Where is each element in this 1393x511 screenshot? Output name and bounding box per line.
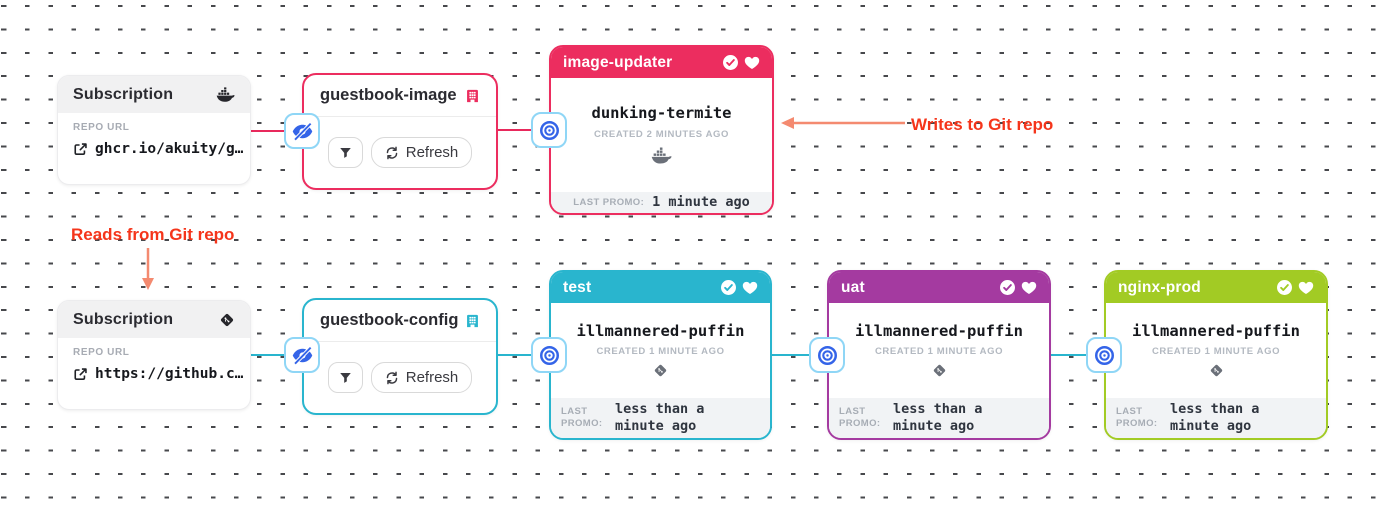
stage-card-image-updater[interactable]: image-updater dunking-termite CREATED 2 … [549,45,774,215]
git-icon [219,312,235,328]
last-promo-label: LAST PROMO: [561,405,603,429]
last-promo-value: 1 minute ago [652,194,750,211]
warehouse-icon [465,313,480,328]
warehouse-card-guestbook-image[interactable]: guestbook-image Refresh [302,73,498,190]
verified-check-icon [721,280,736,295]
stage-card-uat[interactable]: uat illmannered-puffin CREATED 1 MINUTE … [827,270,1051,440]
freight-created: CREATED 1 MINUTE AGO [1151,346,1281,357]
docker-icon [651,147,672,164]
external-link-icon [73,367,88,382]
bullseye-icon [539,345,559,365]
stage-header: test [551,272,770,303]
subscription-body: REPO URL ghcr.io/akuity/g… [58,113,250,157]
subscription-title: Subscription [73,310,174,328]
reads-arrow [142,248,154,290]
warehouse-icon [465,88,480,103]
last-promo-bar: LAST PROMO: less than a minute ago [551,398,770,438]
last-promo-value: less than a minute ago [615,401,705,434]
external-link-icon [73,142,88,157]
git-commit-icon [932,363,947,378]
stage-title: nginx-prod [1118,278,1201,296]
bullseye-icon [817,345,837,365]
freight-name: dunking-termite [591,104,732,122]
freight-name: illmannered-puffin [1132,322,1300,340]
last-promo-label: LAST PROMO: [839,405,881,429]
git-commit-icon [653,363,668,378]
last-promo-label: LAST PROMO: [1116,405,1158,429]
stage-title: uat [841,278,865,296]
filter-button[interactable] [327,137,363,168]
heart-icon [742,281,758,295]
verified-check-icon [1277,280,1292,295]
eye-slash-icon [292,345,312,365]
refresh-label: Refresh [405,144,459,161]
writes-arrow [781,117,905,129]
refresh-icon [386,146,398,159]
warehouse-header: guestbook-config [304,300,496,342]
bullseye-icon [1094,345,1114,365]
refresh-icon [386,371,398,384]
last-promo-bar: LAST PROMO: 1 minute ago [551,192,772,213]
eye-slash-icon [292,121,312,141]
refresh-button[interactable]: Refresh [370,362,473,393]
warehouse-header: guestbook-image [304,75,496,117]
warehouse-title: guestbook-config [320,311,459,329]
repo-url-link[interactable]: https://github.c… [95,366,244,382]
repo-url-label: REPO URL [73,122,130,133]
refresh-button[interactable]: Refresh [370,137,473,168]
freight-created: CREATED 1 MINUTE AGO [874,346,1004,357]
git-commit-icon [1209,363,1224,378]
warehouse-title: guestbook-image [320,86,457,104]
freight-target-icon[interactable] [809,337,845,373]
docker-icon [216,87,235,102]
stage-header: uat [829,272,1049,303]
funnel-icon [339,373,351,383]
subscription-header: Subscription [58,301,250,338]
freight-created: CREATED 2 MINUTES AGO [593,129,730,140]
funnel-icon [339,148,351,158]
subscription-body: REPO URL https://github.c… [58,338,250,382]
last-promo-value: less than a minute ago [1170,401,1260,434]
verified-check-icon [723,55,738,70]
annotation-reads-from-git: Reads from Git repo [71,225,235,244]
heart-icon [744,56,760,70]
bullseye-icon [539,120,559,140]
repo-url-link[interactable]: ghcr.io/akuity/g… [95,141,244,157]
heart-icon [1298,281,1314,295]
stage-card-test[interactable]: test illmannered-puffin CREATED 1 MINUTE… [549,270,772,440]
subscription-card-git[interactable]: Subscription REPO URL https://github.c… [57,300,251,410]
last-promo-value: less than a minute ago [893,401,983,434]
hide-subscription-icon[interactable] [284,337,320,373]
subscription-card-image[interactable]: Subscription REPO URL ghcr.io/akuity/g… [57,75,251,185]
hide-subscription-icon[interactable] [284,113,320,149]
last-promo-bar: LAST PROMO: less than a minute ago [1106,398,1326,438]
stage-title: image-updater [563,53,673,71]
heart-icon [1021,281,1037,295]
warehouse-card-guestbook-config[interactable]: guestbook-config Refresh [302,298,498,415]
stage-header: image-updater [551,47,772,78]
annotation-writes-to-git: Writes to Git repo [911,115,1054,134]
freight-name: illmannered-puffin [855,322,1023,340]
refresh-label: Refresh [405,369,459,386]
verified-check-icon [1000,280,1015,295]
subscription-header: Subscription [58,76,250,113]
stage-card-nginx-prod[interactable]: nginx-prod illmannered-puffin CREATED 1 … [1104,270,1328,440]
stage-header: nginx-prod [1106,272,1326,303]
freight-target-icon[interactable] [531,337,567,373]
subscription-title: Subscription [73,85,174,103]
last-promo-label: LAST PROMO: [573,197,645,208]
freight-target-icon[interactable] [1086,337,1122,373]
filter-button[interactable] [327,362,363,393]
freight-created: CREATED 1 MINUTE AGO [596,346,725,357]
freight-target-icon[interactable] [531,112,567,148]
freight-name: illmannered-puffin [576,322,745,340]
last-promo-bar: LAST PROMO: less than a minute ago [829,398,1049,438]
repo-url-label: REPO URL [73,347,130,358]
stage-title: test [563,278,592,296]
